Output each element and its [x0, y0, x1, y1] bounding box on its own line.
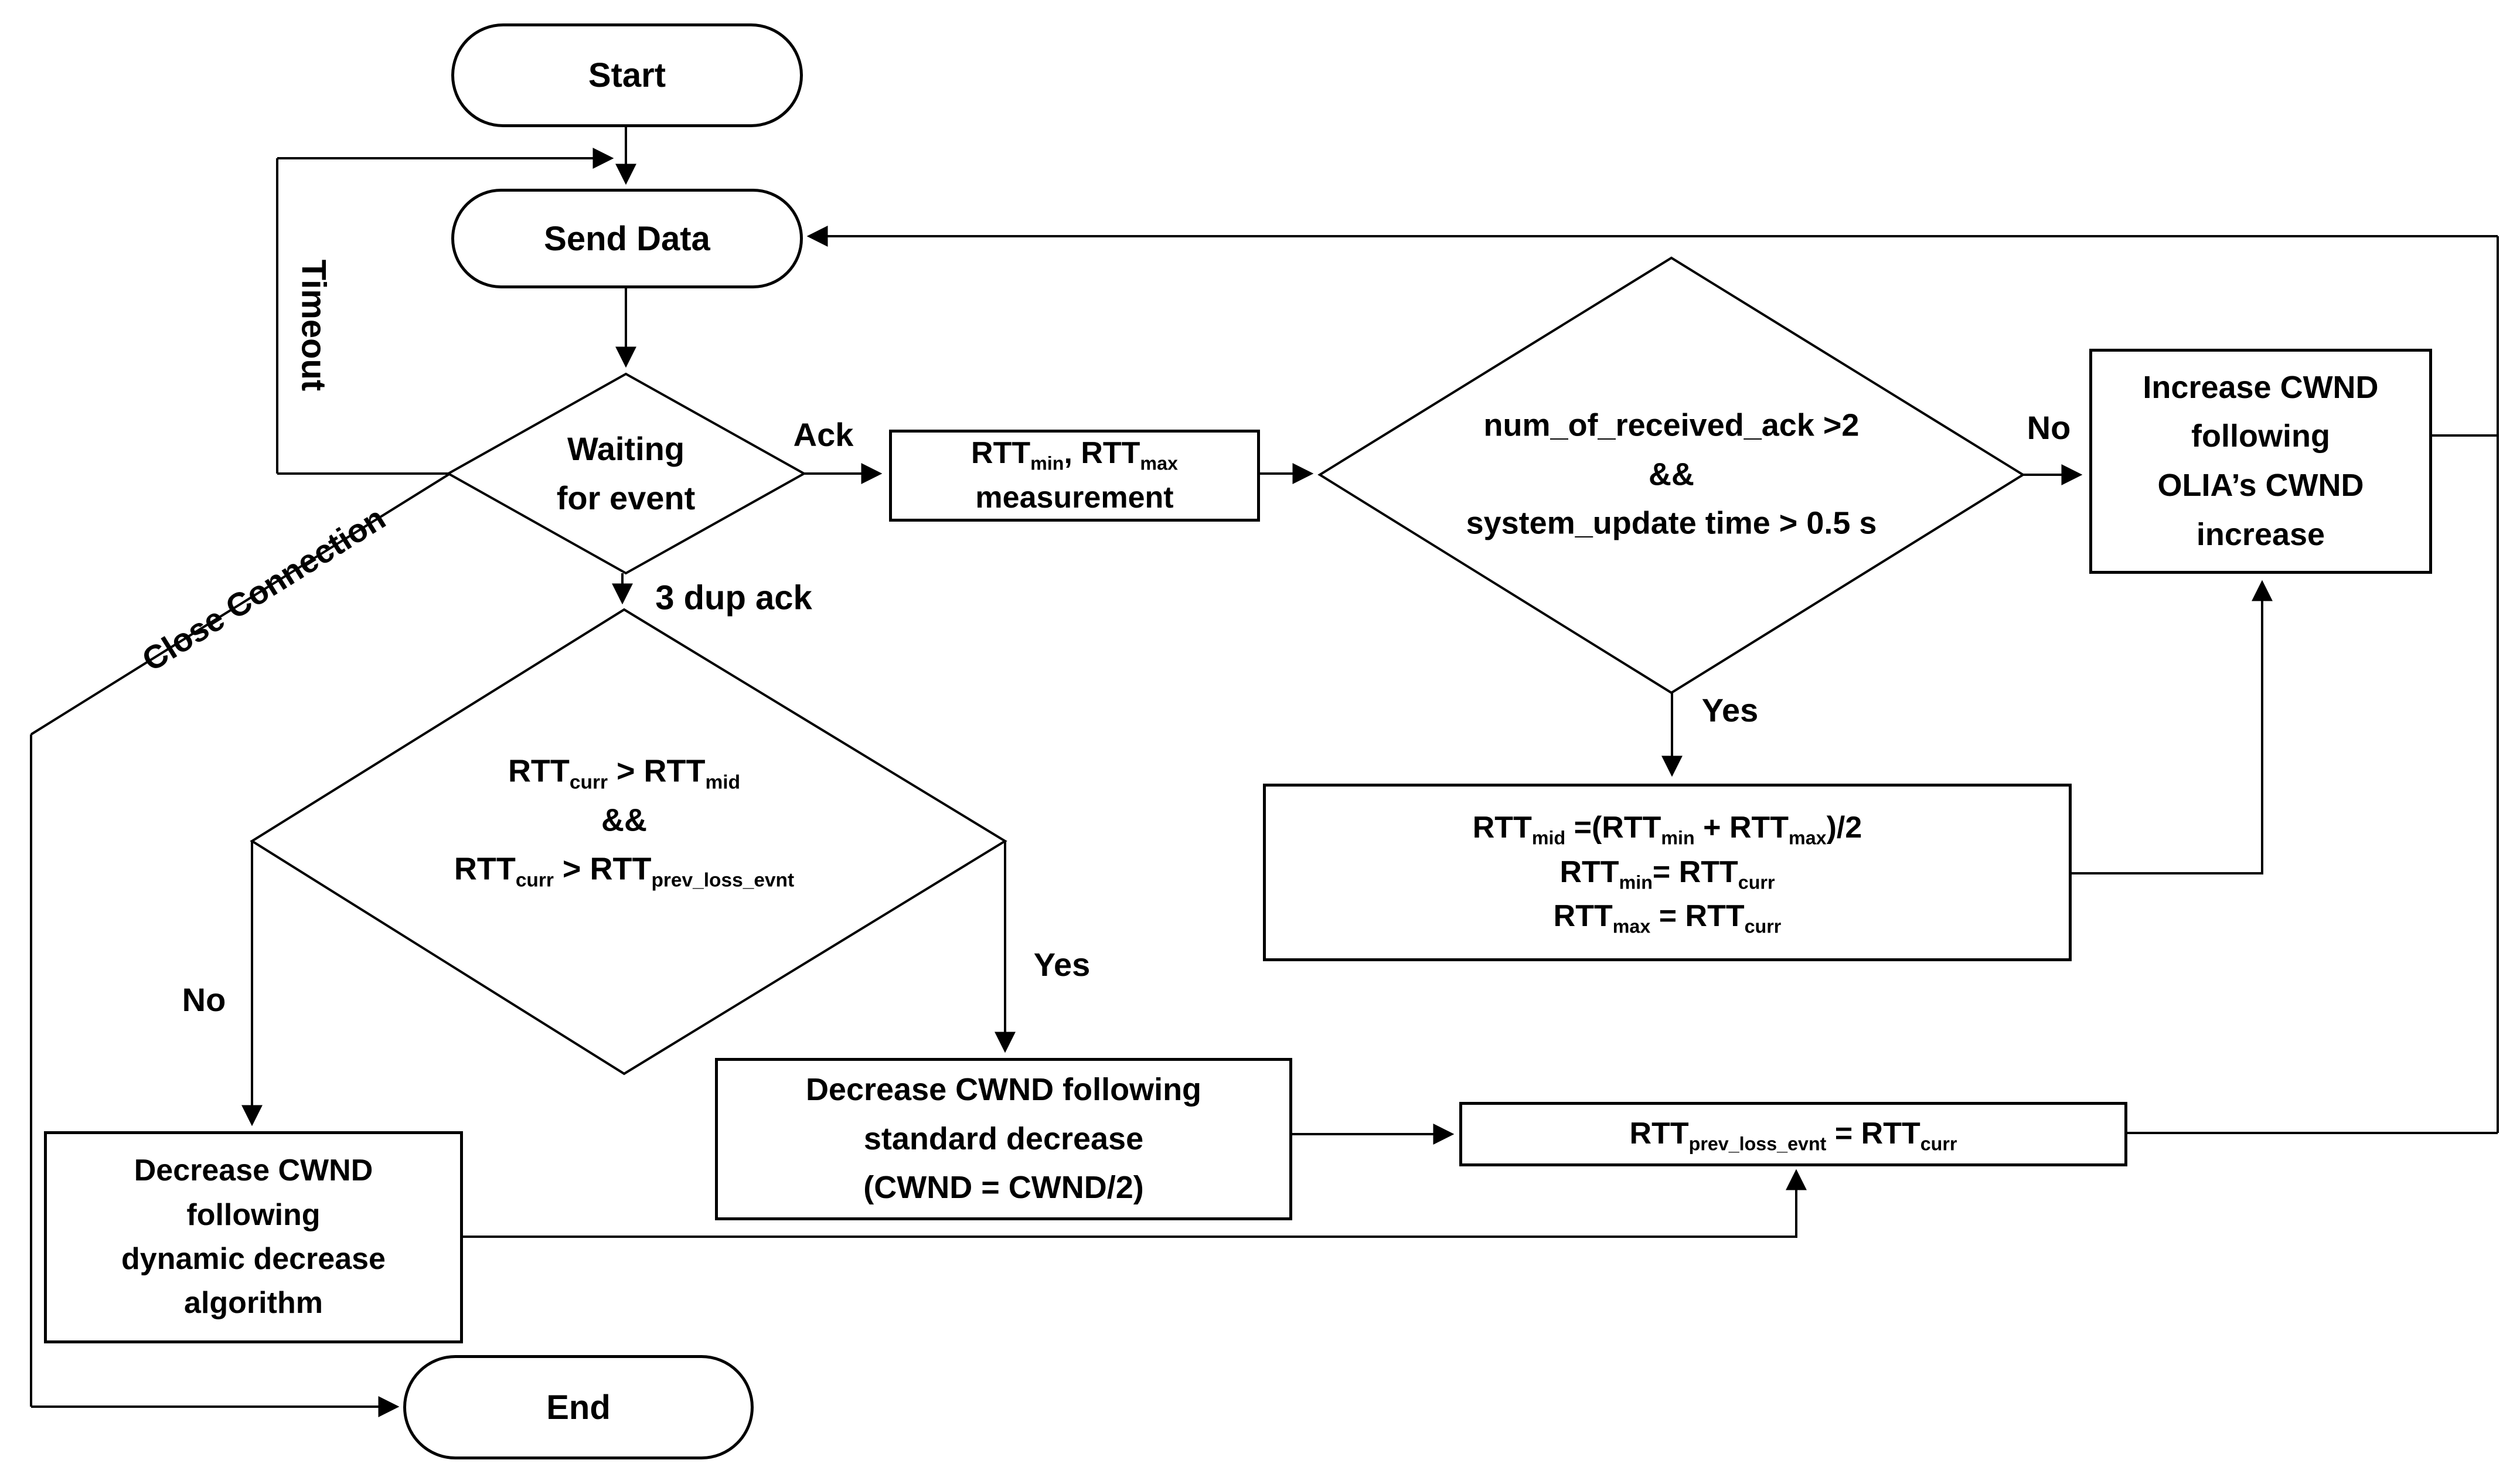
rtt-comparison-decision-diamond: [250, 608, 1007, 1076]
edge-rttmid-increase: [2072, 580, 2273, 874]
three-dup-ack-edge-label: 3 dup ack: [655, 578, 812, 617]
edge-dyn-prev: [463, 1169, 1807, 1238]
rtt-mid-update-line: RTTmid =(RTTmin + RTTmax)/2: [1472, 811, 1862, 849]
decrease-dynamic-line: Decrease CWND: [134, 1153, 373, 1188]
rtt-measurement-box: RTTmin, RTTmax measurement: [889, 430, 1260, 522]
rtt-comparison-decision-text: RTTcurr > RTTmid && RTTcurr > RTTprev_lo…: [454, 753, 795, 891]
rtt-prev-loss-box: RTTprev_loss_evnt = RTTcurr: [1459, 1102, 2127, 1166]
yes-top-edge-label: Yes: [1701, 692, 1759, 729]
increase-cwnd-box: Increase CWND following OLIA’s CWND incr…: [2089, 349, 2432, 574]
start-node: Start: [451, 23, 803, 127]
increase-cwnd-line: increase: [2196, 516, 2325, 552]
ack-edge-label: Ack: [793, 416, 854, 453]
decrease-dynamic-line: algorithm: [184, 1286, 323, 1321]
decrease-standard-line: Decrease CWND following: [805, 1071, 1202, 1107]
decrease-standard-box: Decrease CWND following standard decreas…: [715, 1058, 1292, 1220]
end-node: End: [403, 1355, 754, 1459]
decrease-standard-line: (CWND = CWND/2): [863, 1170, 1144, 1206]
waiting-for-event-text: Waiting for event: [556, 430, 696, 516]
rtt-measurement-line: measurement: [975, 480, 1174, 515]
no-bottom-edge-label: No: [182, 981, 226, 1018]
send-data-label: Send Data: [544, 219, 710, 258]
rtt-mid-update-line: RTTmin= RTTcurr: [1559, 855, 1775, 893]
ack-count-decision-diamond: [1317, 256, 2025, 695]
increase-cwnd-line: following: [2191, 418, 2330, 454]
edge-close-diagonal: [30, 472, 451, 736]
start-label: Start: [588, 56, 666, 94]
decrease-standard-line: standard decrease: [863, 1121, 1144, 1156]
decrease-dynamic-box: Decrease CWND following dynamic decrease…: [44, 1131, 463, 1343]
rtt-mid-update-line: RTTmax = RTTcurr: [1553, 899, 1782, 937]
end-label: End: [546, 1388, 611, 1427]
decrease-dynamic-line: following: [186, 1197, 321, 1232]
increase-cwnd-line: Increase CWND: [2143, 369, 2379, 405]
ack-count-decision-text: num_of_received_ack >2 && system_update …: [1466, 407, 1877, 541]
timeout-edge-label: Timeout: [294, 259, 333, 392]
waiting-for-event-diamond: [445, 372, 807, 575]
rtt-prev-loss-line: RTTprev_loss_evnt = RTTcurr: [1629, 1117, 1957, 1155]
increase-cwnd-line: OLIA’s CWND: [2157, 468, 2364, 503]
send-data-node: Send Data: [451, 189, 803, 288]
no-top-edge-label: No: [2027, 409, 2071, 446]
rtt-measurement-line: RTTmin, RTTmax: [971, 436, 1178, 474]
rtt-mid-update-box: RTTmid =(RTTmin + RTTmax)/2 RTTmin= RTTc…: [1263, 784, 2072, 961]
decrease-dynamic-line: dynamic decrease: [121, 1242, 386, 1276]
yes-bottom-edge-label: Yes: [1033, 946, 1091, 983]
